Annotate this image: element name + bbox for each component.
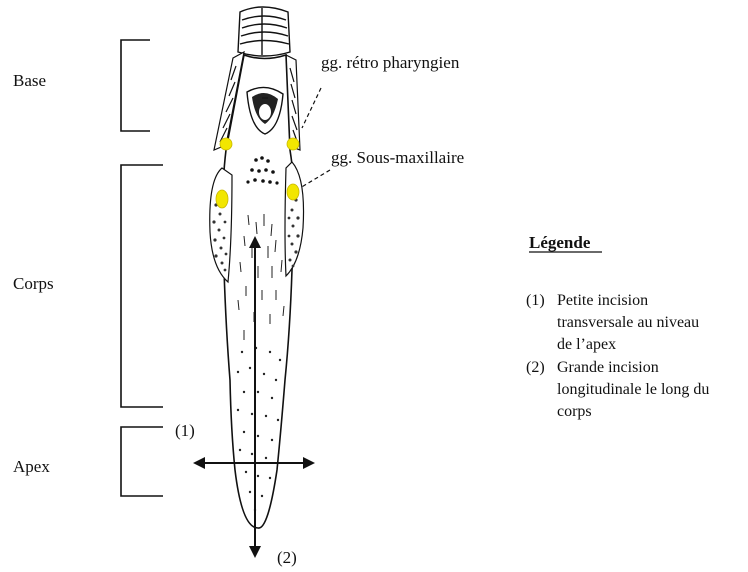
ganglion-sous-leader <box>300 170 330 188</box>
label-corps: Corps <box>13 274 54 293</box>
legend-item-2-line-2: longitudinale le long du <box>557 381 709 398</box>
legend-item-1-line-3: de l’apex <box>557 336 616 353</box>
incision-1-label: (1) <box>175 421 195 440</box>
legend-title: Légende <box>529 233 591 252</box>
right-gland-mass <box>285 162 304 276</box>
legend-item-1-number: (1) <box>526 292 545 309</box>
legend-item-2-line-3: corps <box>557 403 592 420</box>
legend-item-1-line-1: Petite incision <box>557 292 648 309</box>
bracket-corps <box>121 165 163 407</box>
left-gland-mass <box>210 168 232 282</box>
legend-item-2-number: (2) <box>526 359 545 376</box>
bracket-base <box>121 40 150 131</box>
label-base: Base <box>13 71 46 90</box>
ganglion-sous-label: gg. Sous-maxillaire <box>331 148 464 167</box>
tongue-drawing <box>210 7 304 528</box>
incision-2-label: (2) <box>277 548 297 567</box>
epiglottis <box>238 7 290 56</box>
legend-item-2-line-1: Grande incision <box>557 359 659 376</box>
legend: Légende (1) Petite incision transversale… <box>526 233 709 420</box>
ganglion-retro-label: gg. rétro pharyngien <box>321 53 460 72</box>
ganglion-retro-leader <box>302 88 321 128</box>
label-apex: Apex <box>13 457 50 476</box>
legend-item-1-line-2: transversale au niveau <box>557 314 699 331</box>
bracket-apex <box>121 427 163 496</box>
